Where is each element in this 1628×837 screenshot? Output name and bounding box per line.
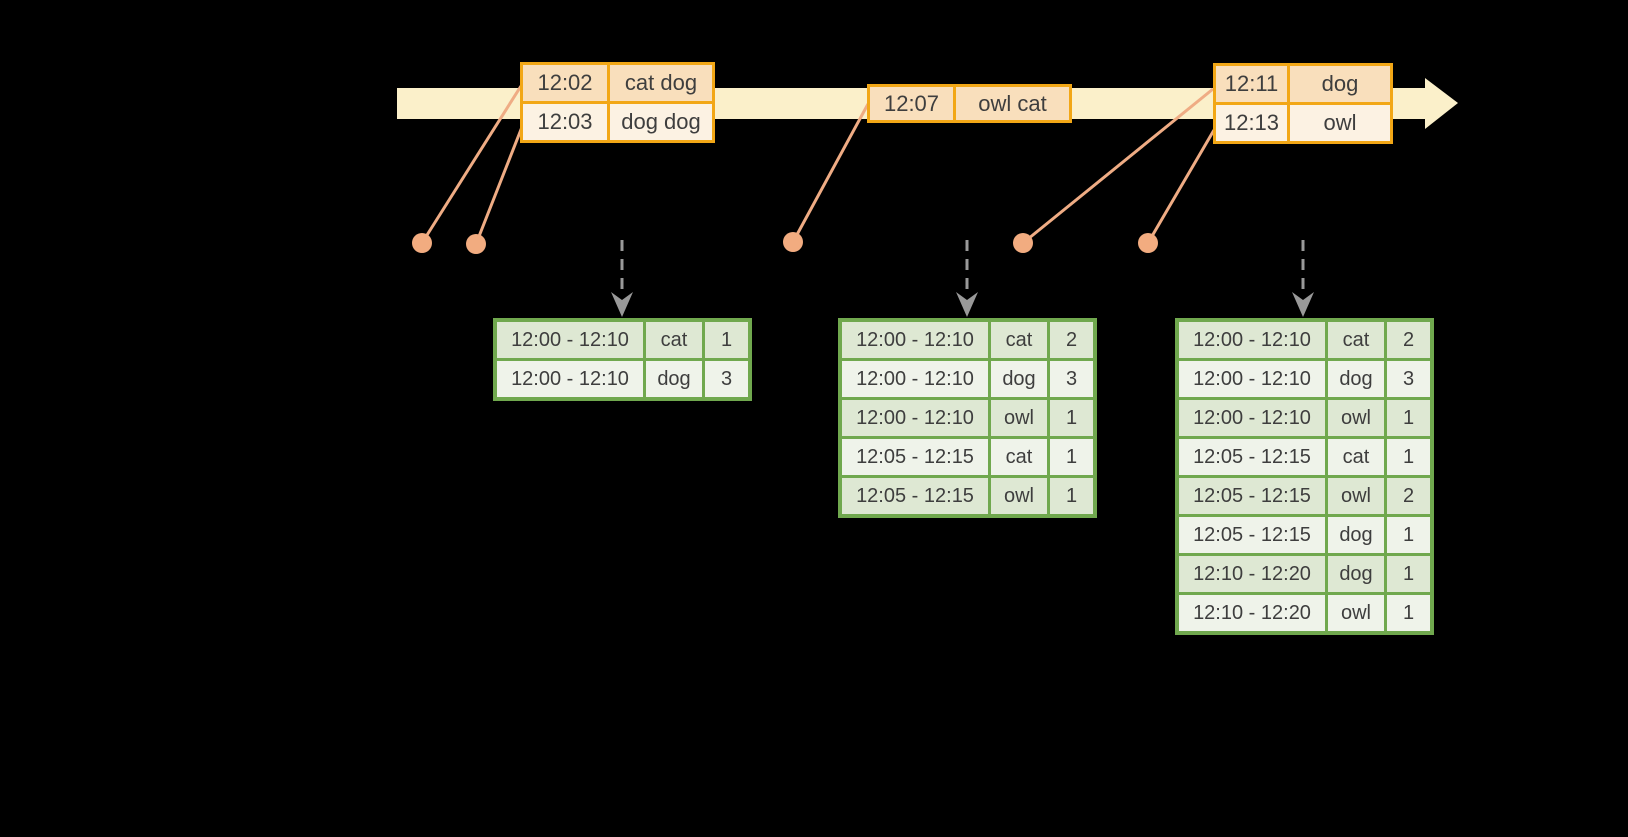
event-dot-5	[1138, 233, 1158, 253]
count-cell: 1	[1050, 439, 1093, 475]
count-cell: 2	[1387, 478, 1430, 514]
window-cell: 12:00 - 12:10	[842, 400, 988, 436]
window-cell: 12:05 - 12:15	[842, 478, 988, 514]
event-dot-3	[783, 232, 803, 252]
count-cell: 1	[1387, 439, 1430, 475]
word-cell: dog	[1328, 361, 1384, 397]
event-dot-4	[1013, 233, 1033, 253]
event-line-2	[474, 126, 524, 245]
flow-arrowhead-icon-3	[1292, 292, 1314, 317]
event-marker-dots	[412, 232, 1158, 254]
event-words-cell: owl cat	[956, 87, 1069, 120]
count-cell: 2	[1387, 322, 1430, 358]
flow-arrowhead-icon-2	[956, 292, 978, 317]
window-cell: 12:00 - 12:10	[1179, 322, 1325, 358]
count-cell: 1	[1387, 556, 1430, 592]
window-cell: 12:00 - 12:10	[1179, 361, 1325, 397]
word-cell: cat	[991, 439, 1047, 475]
count-cell: 1	[1050, 400, 1093, 436]
count-cell: 1	[1387, 595, 1430, 631]
event-table-1: 12:02 cat dog 12:03 dog dog	[520, 62, 715, 143]
word-cell: cat	[1328, 322, 1384, 358]
word-cell: owl	[991, 478, 1047, 514]
flow-arrowheads	[611, 292, 1314, 317]
count-cell: 3	[1387, 361, 1430, 397]
word-cell: dog	[1328, 556, 1384, 592]
count-cell: 3	[1050, 361, 1093, 397]
count-cell: 1	[1387, 400, 1430, 436]
window-cell: 12:05 - 12:15	[1179, 439, 1325, 475]
event-time-cell: 12:02	[523, 65, 607, 101]
window-cell: 12:05 - 12:15	[842, 439, 988, 475]
count-cell: 1	[1387, 517, 1430, 553]
event-dot-1	[412, 233, 432, 253]
word-cell: cat	[991, 322, 1047, 358]
count-cell: 3	[705, 361, 748, 397]
event-table-2: 12:07 owl cat	[867, 84, 1072, 123]
window-cell: 12:10 - 12:20	[1179, 595, 1325, 631]
count-cell: 2	[1050, 322, 1093, 358]
window-cell: 12:05 - 12:15	[1179, 517, 1325, 553]
flow-arrowhead-icon-1	[611, 292, 633, 317]
event-words-cell: dog dog	[610, 104, 712, 140]
window-cell: 12:00 - 12:10	[497, 361, 643, 397]
event-line-3	[791, 103, 870, 243]
word-cell: owl	[1328, 478, 1384, 514]
event-time-cell: 12:07	[870, 87, 953, 120]
event-connector-lines	[420, 85, 1216, 245]
word-cell: owl	[1328, 400, 1384, 436]
flow-arrow-lines	[620, 240, 1305, 294]
word-cell: dog	[991, 361, 1047, 397]
window-cell: 12:00 - 12:10	[842, 322, 988, 358]
event-line-4	[1022, 87, 1214, 245]
window-cell: 12:00 - 12:10	[842, 361, 988, 397]
word-cell: dog	[646, 361, 702, 397]
word-cell: cat	[1328, 439, 1384, 475]
word-cell: owl	[991, 400, 1047, 436]
timeline-arrowhead-icon	[1425, 78, 1458, 129]
result-table-3: 12:00 - 12:10 cat 2 12:00 - 12:10 dog 3 …	[1175, 318, 1434, 635]
window-cell: 12:10 - 12:20	[1179, 556, 1325, 592]
result-table-1: 12:00 - 12:10 cat 1 12:00 - 12:10 dog 3	[493, 318, 752, 401]
result-table-2: 12:00 - 12:10 cat 2 12:00 - 12:10 dog 3 …	[838, 318, 1097, 518]
word-cell: owl	[1328, 595, 1384, 631]
count-cell: 1	[705, 322, 748, 358]
count-cell: 1	[1050, 478, 1093, 514]
event-table-3: 12:11 dog 12:13 owl	[1213, 63, 1393, 144]
word-cell: dog	[1328, 517, 1384, 553]
event-words-cell: dog	[1290, 66, 1390, 102]
window-cell: 12:00 - 12:10	[1179, 400, 1325, 436]
event-words-cell: cat dog	[610, 65, 712, 101]
event-time-cell: 12:13	[1216, 105, 1287, 141]
word-cell: cat	[646, 322, 702, 358]
event-words-cell: owl	[1290, 105, 1390, 141]
window-cell: 12:05 - 12:15	[1179, 478, 1325, 514]
event-line-1	[420, 85, 523, 244]
event-time-cell: 12:11	[1216, 66, 1287, 102]
event-line-5	[1146, 129, 1216, 244]
window-cell: 12:00 - 12:10	[497, 322, 643, 358]
event-time-cell: 12:03	[523, 104, 607, 140]
event-dot-2	[466, 234, 486, 254]
